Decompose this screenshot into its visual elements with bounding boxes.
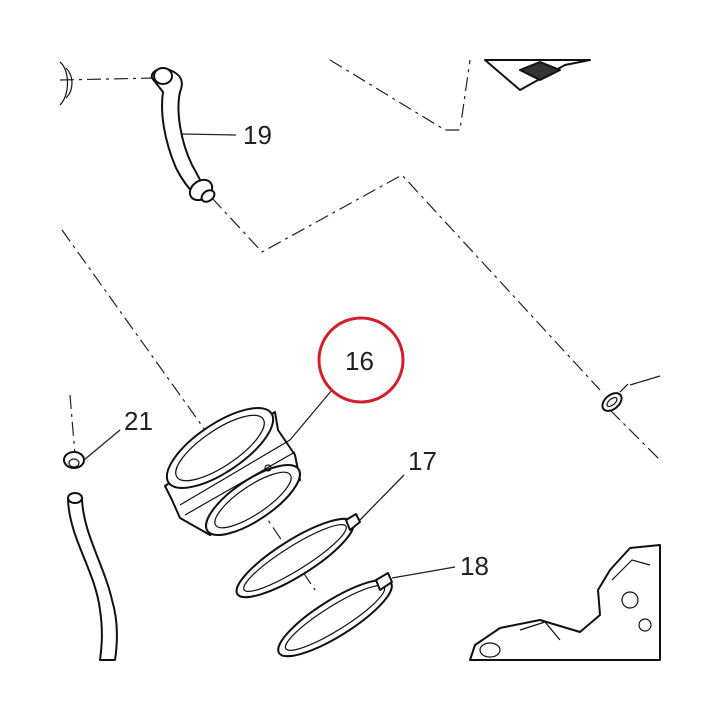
- part-18-hose-clamp: [277, 572, 393, 658]
- left-hose: [67, 492, 118, 661]
- part-16-intake-sleeve: [164, 407, 301, 536]
- leader-21: [83, 429, 121, 461]
- leader-17: [359, 474, 405, 521]
- leader-18: [391, 566, 456, 579]
- hose-19: [150, 67, 216, 203]
- partial-engine-body: [469, 544, 661, 661]
- clamp-right: [601, 383, 629, 412]
- part-17-hose-clamp: [235, 513, 361, 599]
- callout-21: 21: [124, 406, 153, 436]
- partial-component-top-right: [484, 59, 591, 91]
- callout-19: 19: [243, 120, 272, 150]
- part-21-fitting: [63, 451, 85, 469]
- highlight-circle: [317, 316, 405, 404]
- partial-fitting-top-left: [59, 61, 73, 106]
- callout-18: 18: [460, 551, 489, 581]
- leader-19: [181, 133, 237, 136]
- callout-16: 16: [345, 346, 374, 376]
- leader-16: [289, 389, 333, 441]
- leader-right-clamp: [629, 375, 661, 386]
- callout-17: 17: [408, 446, 437, 476]
- assembly-lines: [59, 59, 661, 591]
